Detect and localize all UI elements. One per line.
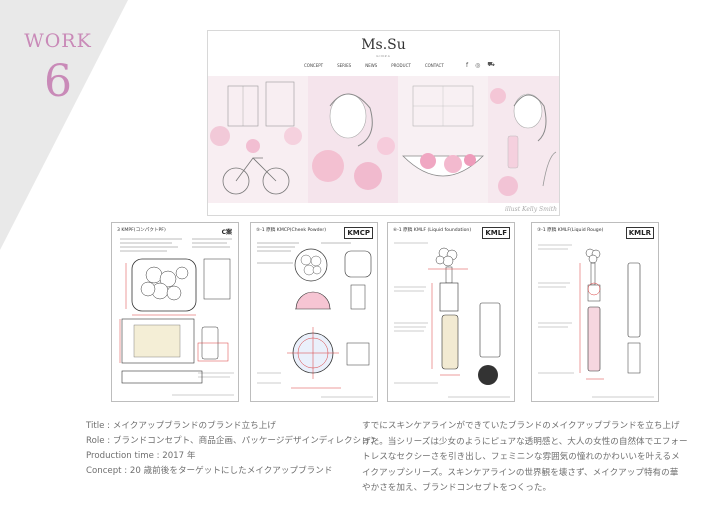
facebook-icon[interactable]: f [466, 61, 469, 69]
nav-contact[interactable]: CONTACT [424, 63, 444, 68]
website-mockup: Ms.Su GINZA CONCEPT SERIES NEWS PRODUCT … [207, 30, 560, 216]
nav-product[interactable]: PRODUCT [391, 63, 411, 68]
sheet-tag: C案 [221, 229, 232, 236]
sheet-drawing [394, 242, 510, 398]
info-role: Role : ブランドコンセプト、商品企画、パッケージデザインディレクション [86, 436, 379, 446]
work-number: 6 [44, 56, 72, 107]
sheet-tag: KMCP [344, 227, 373, 239]
sheet-title: ⑥-1 原稿 KMLF (Liquid foundation) [393, 228, 472, 233]
nav-concept[interactable]: CONCEPT [304, 63, 324, 68]
design-sheet-kmlf: ⑥-1 原稿 KMLF (Liquid foundation) KMLF [387, 222, 515, 402]
design-sheet-kmcp: ⑤-1 原稿 KMCP(Cheek Powder) KMCP [250, 222, 378, 402]
work-label: WORK [24, 30, 92, 52]
site-logo: Ms.Su [361, 37, 406, 53]
sheet-drawing [538, 244, 654, 398]
sheet-tag: KMLF [482, 227, 510, 239]
sheet-drawing [119, 238, 234, 396]
design-sheet-kmpf: 3 KMPF(コンパクトPF) C案 [111, 222, 239, 402]
cart-icon[interactable]: ⛟ [487, 61, 495, 68]
hero-illustration [208, 76, 559, 203]
project-info: Title : メイクアップブランドのブランド立ち上げ Role : ブランドコ… [86, 419, 378, 479]
site-footer-strip [208, 203, 559, 215]
description-line: イクアップシリーズ。スキンケアラインの世界観を壊さず、メイクアップ特有の華 [362, 467, 679, 478]
nav-series[interactable]: SERIES [337, 63, 352, 68]
design-sheet-kmlr: ③-1 原稿 KMLF(Liquid Rouge) KMLR [531, 222, 659, 402]
description-line: やかさを加え、ブランドコンセプトをつくった。 [362, 483, 552, 494]
description-line: げた。当シリーズは少女のようにピュアな透明感と、大人の女性の自然体でエフォー [362, 436, 688, 447]
info-title: Title : メイクアップブランドのブランド立ち上げ [86, 421, 276, 431]
sheet-title: ⑤-1 原稿 KMCP(Cheek Powder) [256, 228, 327, 233]
illustrator-signature: illust Kelly Smith [505, 206, 558, 213]
description-line: トレスなセクシーさを引き出し、フェミニンな雰囲気の憧れのかわいいを叶えるメ [362, 452, 680, 463]
site-nav: CONCEPT SERIES NEWS PRODUCT CONTACT [304, 63, 444, 68]
description-line: すでにスキンケアラインができていたブランドのメイクアップブランドを立ち上げ [362, 421, 680, 431]
nav-news[interactable]: NEWS [365, 63, 378, 68]
site-social-icons: f ◎ ⛟ [466, 61, 495, 69]
instagram-icon[interactable]: ◎ [475, 61, 481, 69]
info-production-time: Production time : 2017 年 [86, 451, 196, 461]
sheet-title: 3 KMPF(コンパクトPF) [117, 228, 166, 233]
sheet-tag: KMLR [625, 227, 654, 239]
sheet-drawing [257, 242, 373, 398]
sheet-title: ③-1 原稿 KMLF(Liquid Rouge) [537, 228, 604, 233]
project-description: すでにスキンケアラインができていたブランドのメイクアップブランドを立ち上げ げた… [362, 419, 710, 497]
info-concept: Concept : 20 歳前後をターゲットにしたメイクアップブランド [86, 466, 333, 476]
site-logo-sub: GINZA [376, 54, 391, 58]
